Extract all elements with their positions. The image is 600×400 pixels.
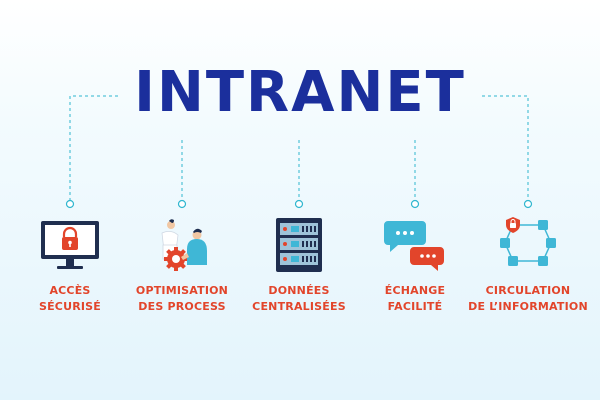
feature-secure-access: ACCÈS SÉCURISÉ (10, 215, 130, 325)
feature-label: ÉCHANGE FACILITÉ (355, 283, 475, 315)
feature-centralized-data: DONNÉES CENTRALISÉES (239, 215, 359, 325)
connector-node-3 (294, 199, 304, 209)
feature-label-line1: CIRCULATION (485, 284, 571, 297)
feature-label: CIRCULATION DE L’INFORMATION (468, 283, 588, 315)
feature-label-line2: SÉCURISÉ (38, 300, 102, 313)
page-title: INTRANET (134, 60, 466, 125)
feature-process-optimization: OPTIMISATION DES PROCESS (122, 215, 242, 325)
feature-label: ACCÈS SÉCURISÉ (10, 283, 130, 315)
connector-line-1 (69, 95, 118, 200)
feature-label-line2: DES PROCESS (138, 300, 226, 313)
secure-monitor-lock-icon (41, 221, 99, 269)
feature-label-line1: DONNÉES (268, 284, 330, 297)
feature-label-line1: ACCÈS (49, 284, 91, 297)
connector-node-4 (410, 199, 420, 209)
chat-bubbles-icon (384, 221, 444, 271)
connector-node-5 (523, 199, 533, 209)
feature-label-line2: DE L’INFORMATION (468, 300, 588, 313)
server-rack-icon (276, 218, 322, 272)
feature-information-flow: CIRCULATION DE L’INFORMATION (468, 215, 588, 325)
process-people-gear-icon (161, 219, 207, 271)
feature-label: OPTIMISATION DES PROCESS (122, 283, 242, 315)
connector-node-2 (177, 199, 187, 209)
connector-node-1 (65, 199, 75, 209)
feature-easy-exchange: ÉCHANGE FACILITÉ (355, 215, 475, 325)
network-flow-icon (500, 217, 556, 266)
feature-label-line2: FACILITÉ (387, 300, 443, 313)
connector-line-5 (482, 95, 529, 200)
feature-label: DONNÉES CENTRALISÉES (239, 283, 359, 315)
feature-label-line1: ÉCHANGE (384, 284, 446, 297)
feature-label-line1: OPTIMISATION (135, 284, 229, 297)
feature-label-line2: CENTRALISÉES (252, 300, 346, 313)
